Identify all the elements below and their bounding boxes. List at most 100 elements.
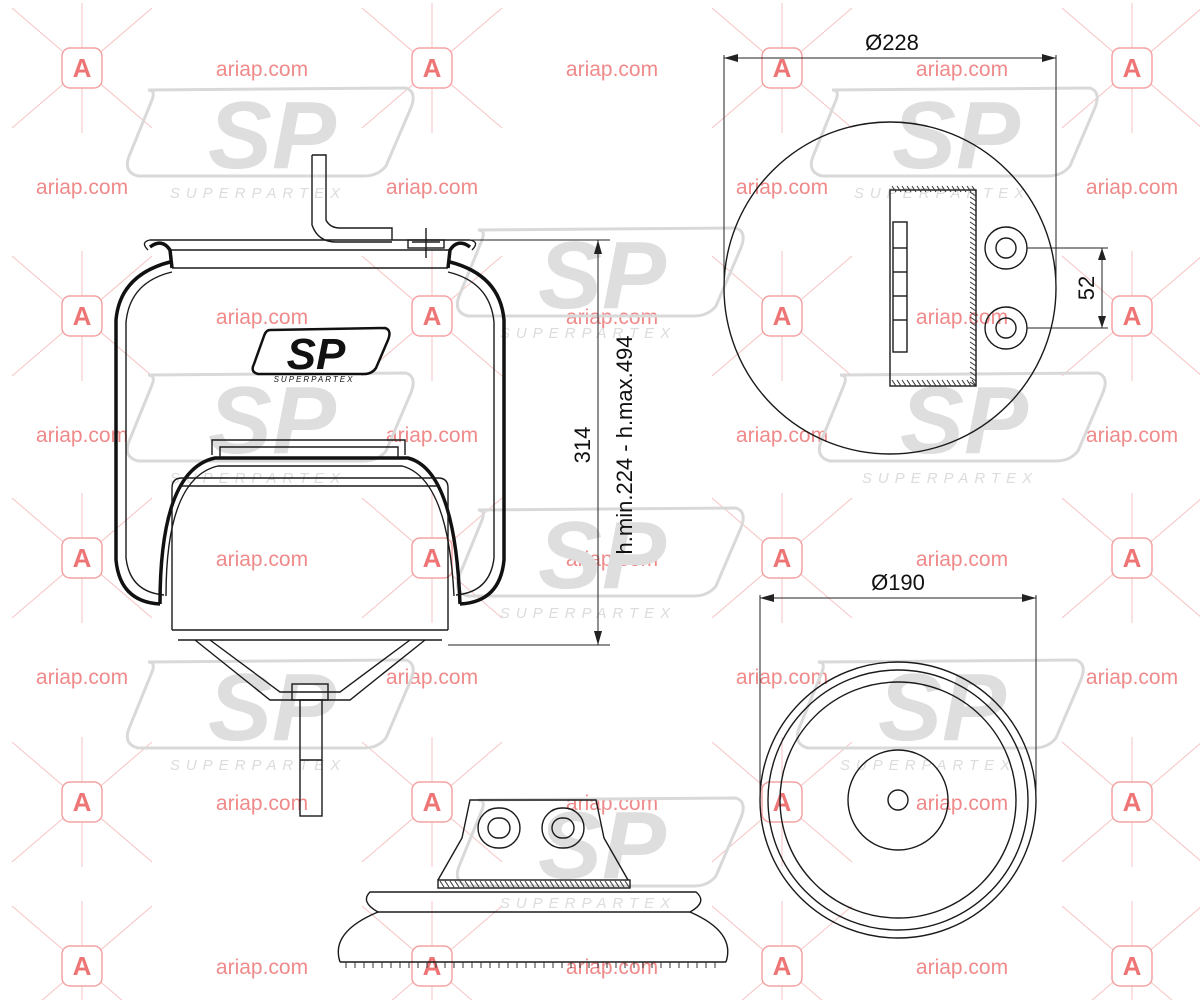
watermark-badge-letter: A [1123, 543, 1142, 573]
watermark-badge-letter: A [773, 543, 792, 573]
height-dimension: 314 h.min.224 - h.max.494 [440, 239, 637, 646]
watermark-badge-letter: A [773, 951, 792, 981]
brand-logo-text: SP [287, 330, 346, 379]
svg-text:SUPERPARTEX: SUPERPARTEX [500, 605, 676, 622]
watermark-badge-letter: A [73, 301, 92, 331]
watermark-badge [61, 781, 103, 823]
top-view: Ø228 52 [723, 30, 1108, 455]
watermark-site-text: ariap.com [386, 666, 478, 689]
watermark-site-text: ariap.com [216, 548, 308, 571]
watermark-site-text: ariap.com [386, 176, 478, 199]
svg-text:SUPERPARTEX: SUPERPARTEX [500, 895, 676, 912]
svg-text:SP: SP [900, 367, 1029, 474]
watermark-badge-letter: A [423, 53, 442, 83]
watermark-badge [1111, 781, 1153, 823]
watermark-logos: SPSUPERPARTEXSPSUPERPARTEXSPSUPERPARTEXS… [125, 82, 1107, 912]
bottom-diameter-label: Ø190 [871, 570, 925, 595]
watermark-badge [61, 295, 103, 337]
watermark-badge [1111, 945, 1153, 987]
watermark-badge-letter: A [423, 951, 442, 981]
watermark-badge-letter: A [1123, 951, 1142, 981]
svg-text:SP: SP [208, 367, 337, 474]
watermark-badge [411, 945, 453, 987]
watermark-site-text: ariap.com [736, 176, 828, 199]
watermark-badge-letter: A [73, 951, 92, 981]
svg-text:SP: SP [538, 222, 667, 329]
top-diameter-label: Ø228 [865, 30, 919, 55]
hole-spacing-label: 52 [1074, 276, 1099, 300]
watermark-site-text: ariap.com [916, 548, 1008, 571]
watermark-site-text: ariap.com [916, 956, 1008, 979]
watermark-badge-letter: A [423, 301, 442, 331]
svg-text:SUPERPARTEX: SUPERPARTEX [500, 325, 676, 342]
watermark-badge [411, 295, 453, 337]
watermark-site-text: ariap.com [566, 58, 658, 81]
watermark-badge [411, 537, 453, 579]
watermark-badge-letter: A [1123, 787, 1142, 817]
svg-text:SUPERPARTEX: SUPERPARTEX [854, 185, 1030, 202]
watermark-badge [61, 537, 103, 579]
watermark-badge [411, 781, 453, 823]
svg-text:SP: SP [878, 654, 1007, 761]
watermark-badge-letter: A [773, 301, 792, 331]
watermark-site-text: ariap.com [1086, 424, 1178, 447]
watermark-badge-letter: A [423, 543, 442, 573]
watermark-badge [61, 47, 103, 89]
watermark-badge [761, 945, 803, 987]
watermark-site-text: ariap.com [36, 424, 128, 447]
watermark-site-text: ariap.com [216, 58, 308, 81]
watermark-badge-letter: A [773, 53, 792, 83]
watermark-badge [761, 537, 803, 579]
watermark-badge-letter: A [423, 787, 442, 817]
height-label: 314 [570, 427, 595, 464]
brand-logo: SP SUPERPARTEX [251, 326, 391, 384]
height-range-label: h.min.224 - h.max.494 [612, 336, 637, 555]
watermark-badge [1111, 295, 1153, 337]
svg-text:SUPERPARTEX: SUPERPARTEX [840, 757, 1016, 774]
watermark-badge-letter: A [1123, 301, 1142, 331]
watermark-site-text: ariap.com [566, 548, 658, 571]
watermark-site-text: ariap.com [736, 666, 828, 689]
watermark-badge-letter: A [73, 787, 92, 817]
watermark-badge [761, 295, 803, 337]
svg-text:SP: SP [208, 654, 337, 761]
bottom-view: Ø190 [759, 570, 1037, 939]
watermark-site-text: ariap.com [36, 666, 128, 689]
bracket-hatching [891, 185, 977, 387]
watermark-badge [1111, 537, 1153, 579]
bracket-front-view [337, 799, 729, 968]
watermark-site-text: ariap.com [216, 956, 308, 979]
svg-text:SUPERPARTEX: SUPERPARTEX [170, 185, 346, 202]
watermark-badge-letter: A [773, 787, 792, 817]
watermark-site-text: ariap.com [916, 58, 1008, 81]
watermark-badge-letter: A [1123, 53, 1142, 83]
watermark-site-text: ariap.com [916, 306, 1008, 329]
svg-text:SP: SP [538, 792, 667, 899]
bead-ticks [345, 962, 716, 968]
watermark-site-text: ariap.com [1086, 176, 1178, 199]
watermark-badge [411, 47, 453, 89]
bracket-front-hatching [439, 880, 630, 888]
watermark-badge-letter: A [73, 53, 92, 83]
watermark-site-text: ariap.com [736, 424, 828, 447]
svg-text:SP: SP [208, 82, 337, 189]
watermark-badge [61, 945, 103, 987]
brand-logo-subtext: SUPERPARTEX [274, 375, 355, 384]
watermark-site-text: ariap.com [36, 176, 128, 199]
watermark-site-text: ariap.com [216, 306, 308, 329]
watermark-site-text: ariap.com [1086, 666, 1178, 689]
svg-text:SUPERPARTEX: SUPERPARTEX [170, 757, 346, 774]
watermark-site-text: ariap.com [386, 424, 478, 447]
watermark-badge [1111, 47, 1153, 89]
watermark-badge-letter: A [73, 543, 92, 573]
svg-text:SP: SP [538, 502, 667, 609]
